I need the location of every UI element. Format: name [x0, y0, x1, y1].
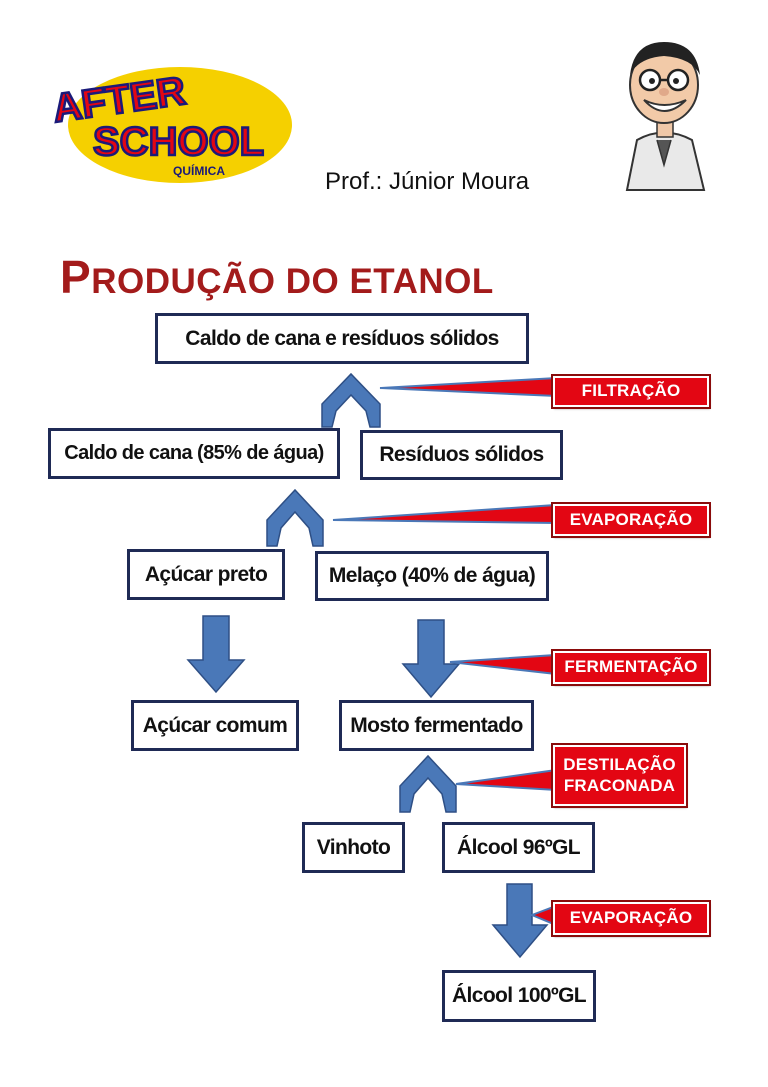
- node-caldo-cana: Caldo de cana (85% de água): [48, 428, 340, 479]
- node-alcool100: Álcool 100ºGL: [442, 970, 596, 1022]
- professor-name: Prof.: Júnior Moura: [325, 168, 530, 195]
- split-arrow-1: [321, 372, 381, 428]
- process-destilacao: DESTILAÇÃO FRACONADA: [551, 743, 688, 808]
- connector-destilacao: [455, 768, 557, 792]
- down-arrow-melaco: [401, 619, 461, 699]
- process-fermentacao-label: FERMENTAÇÃO: [564, 657, 698, 677]
- after-school-logo: AFTER SCHOOL QUÍMICA: [45, 55, 305, 190]
- process-evaporacao-1: EVAPORAÇÃO: [551, 502, 711, 538]
- split-arrow-3: [399, 754, 457, 813]
- down-arrow-acucar: [186, 615, 246, 694]
- node-residuos: Resíduos sólidos: [360, 430, 563, 480]
- connector-evaporacao1: [332, 503, 557, 525]
- connector-fermentacao: [449, 653, 557, 676]
- page-title: PRODUÇÃO DO ETANOL: [60, 250, 494, 304]
- split-arrow-2: [266, 488, 324, 547]
- logo-text-quimica: QUÍMICA: [173, 163, 225, 178]
- process-fermentacao: FERMENTAÇÃO: [551, 649, 711, 686]
- node-vinhoto: Vinhoto: [302, 822, 405, 873]
- professor-caricature-image: [612, 30, 717, 195]
- process-filtracao: FILTRAÇÃO: [551, 374, 711, 409]
- node-melaco: Melaço (40% de água): [315, 551, 549, 601]
- title-rest: RODUÇÃO DO ETANOL: [91, 262, 494, 301]
- connector-filtracao: [379, 376, 557, 398]
- node-caldo-residuos: Caldo de cana e resíduos sólidos: [155, 313, 529, 364]
- node-alcool96: Álcool 96ºGL: [442, 822, 595, 873]
- down-arrow-alcool: [491, 883, 549, 959]
- process-destilacao-line2: FRACONADA: [563, 775, 676, 795]
- node-mosto: Mosto fermentado: [339, 700, 534, 751]
- process-evaporacao-2: EVAPORAÇÃO: [551, 900, 711, 937]
- node-acucar-comum: Açúcar comum: [131, 700, 299, 751]
- node-acucar-preto: Açúcar preto: [127, 549, 285, 600]
- logo-text-school: SCHOOL: [93, 120, 264, 164]
- title-first-letter: P: [60, 251, 92, 303]
- process-destilacao-line1: DESTILAÇÃO: [563, 755, 676, 775]
